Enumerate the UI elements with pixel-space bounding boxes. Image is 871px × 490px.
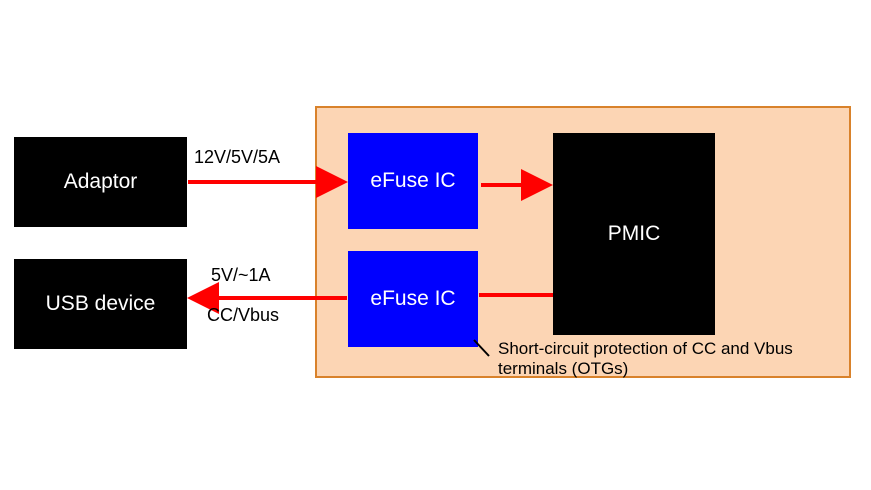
input-rating-label: 12V/5V/5A xyxy=(194,147,281,167)
output-rating-label: 5V/~1A xyxy=(211,265,271,285)
efuse-ic-bottom-block: eFuse IC xyxy=(348,251,478,347)
usb-device-label: USB device xyxy=(45,292,156,315)
adaptor-block: Adaptor xyxy=(14,137,187,227)
pmic-block: PMIC xyxy=(553,133,715,335)
efuse-ic-top-label: eFuse IC xyxy=(370,169,456,192)
protection-annotation: Short-circuit protection of CC and Vbus … xyxy=(498,339,793,379)
usb-device-block: USB device xyxy=(14,259,187,349)
efuse-ic-bottom-label: eFuse IC xyxy=(370,287,456,310)
protection-annotation-line2: terminals (OTGs) xyxy=(498,359,629,378)
protection-annotation-line1: Short-circuit protection of CC and Vbus xyxy=(498,339,793,358)
output-lines-label: CC/Vbus xyxy=(207,305,280,325)
efuse-ic-top-block: eFuse IC xyxy=(348,133,478,229)
pmic-label: PMIC xyxy=(607,222,661,245)
adaptor-label: Adaptor xyxy=(63,170,138,193)
